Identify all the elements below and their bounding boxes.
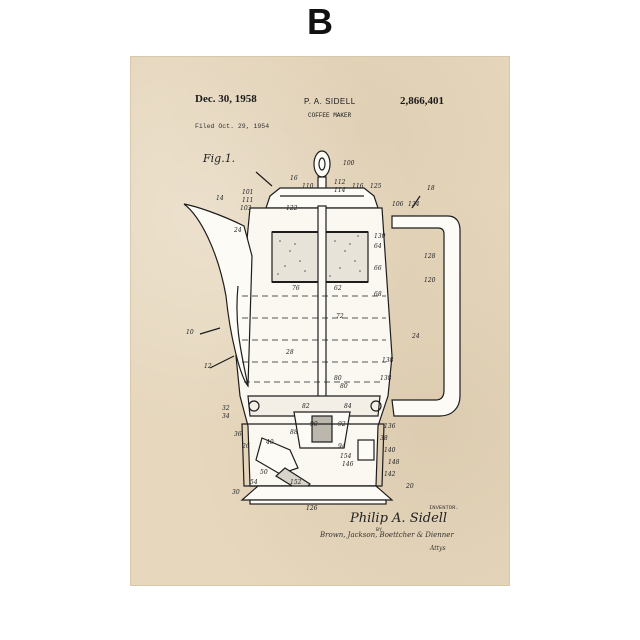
svg-text:103: 103 — [240, 205, 252, 212]
svg-text:146: 146 — [342, 461, 354, 468]
svg-text:122: 122 — [286, 205, 298, 212]
patent-poster: Dec. 30, 1958 P. A. SIDELL 2,866,401 COF… — [130, 56, 510, 586]
svg-text:80: 80 — [334, 375, 342, 382]
svg-text:90: 90 — [310, 421, 318, 428]
svg-text:50: 50 — [260, 469, 268, 476]
filed-date: Filed Oct. 29, 1954 — [195, 123, 270, 130]
svg-text:24: 24 — [411, 333, 420, 340]
svg-text:138: 138 — [380, 375, 392, 382]
svg-text:101: 101 — [242, 189, 253, 196]
svg-text:38: 38 — [380, 435, 388, 442]
attorney-mark: Attys — [430, 545, 446, 552]
svg-text:76: 76 — [292, 285, 300, 292]
svg-text:84: 84 — [344, 403, 352, 410]
attorneys-signature: Brown, Jackson, Boettcher & Dienner — [320, 531, 454, 539]
inventor-header: P. A. SIDELL — [304, 97, 356, 106]
svg-text:80: 80 — [340, 383, 348, 390]
svg-text:92: 92 — [338, 421, 346, 428]
patent-title: COFFEE MAKER — [308, 112, 352, 119]
inventor-label: INVENTOR. — [429, 504, 459, 511]
svg-text:72: 72 — [336, 313, 344, 320]
handle — [391, 215, 461, 417]
svg-text:126: 126 — [306, 505, 318, 512]
figure-label: Fig.1. — [202, 152, 235, 165]
svg-text:16: 16 — [290, 175, 298, 182]
svg-text:12: 12 — [204, 363, 212, 370]
svg-text:111: 111 — [242, 197, 253, 204]
svg-text:125: 125 — [370, 183, 382, 190]
svg-text:140: 140 — [384, 447, 396, 454]
svg-text:152: 152 — [290, 479, 302, 486]
svg-text:30: 30 — [232, 489, 240, 496]
spout — [183, 203, 253, 388]
svg-text:18: 18 — [427, 185, 435, 192]
svg-text:134: 134 — [408, 201, 420, 208]
svg-text:36: 36 — [234, 431, 242, 438]
svg-text:82: 82 — [302, 403, 310, 410]
svg-text:66: 66 — [374, 265, 382, 272]
patent-number: 2,866,401 — [400, 95, 444, 107]
svg-text:106: 106 — [392, 201, 404, 208]
svg-text:24: 24 — [233, 227, 242, 234]
svg-text:130: 130 — [374, 233, 386, 240]
svg-text:138: 138 — [382, 357, 394, 364]
svg-text:112: 112 — [334, 179, 346, 186]
svg-text:88: 88 — [290, 429, 298, 436]
percolator-stem — [317, 205, 327, 427]
svg-text:54: 54 — [250, 479, 258, 486]
svg-text:100: 100 — [343, 160, 355, 167]
inventor-signature: Philip A. Sidell — [350, 511, 448, 526]
svg-text:94: 94 — [338, 443, 346, 450]
svg-text:120: 120 — [424, 277, 436, 284]
pot-foot — [240, 485, 394, 501]
svg-text:136: 136 — [384, 423, 396, 430]
by-label: BY — [376, 527, 383, 533]
svg-text:114: 114 — [334, 187, 346, 194]
lid-knob — [313, 150, 331, 178]
svg-text:10: 10 — [186, 329, 194, 336]
svg-text:32: 32 — [222, 405, 230, 412]
lid — [265, 187, 379, 209]
svg-text:110: 110 — [302, 183, 314, 190]
svg-text:26: 26 — [241, 443, 250, 450]
svg-text:148: 148 — [388, 459, 400, 466]
svg-text:34: 34 — [222, 413, 230, 420]
variant-label: B — [307, 1, 333, 42]
svg-text:128: 128 — [424, 253, 436, 260]
svg-text:20: 20 — [405, 483, 414, 490]
svg-text:40: 40 — [265, 439, 274, 446]
svg-text:62: 62 — [334, 285, 342, 292]
svg-text:68: 68 — [374, 291, 382, 298]
svg-text:154: 154 — [340, 453, 352, 460]
patent-date: Dec. 30, 1958 — [195, 93, 257, 105]
svg-text:116: 116 — [352, 183, 364, 190]
svg-text:142: 142 — [384, 471, 396, 478]
svg-text:14: 14 — [216, 195, 224, 202]
coffee-maker-drawing: Fig.1. — [183, 150, 461, 512]
svg-text:64: 64 — [374, 243, 382, 250]
svg-text:28: 28 — [285, 349, 294, 356]
